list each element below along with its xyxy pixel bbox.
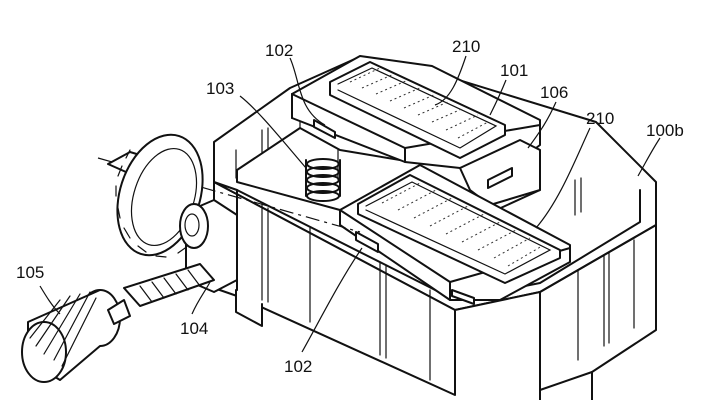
label-101: 101 xyxy=(500,61,528,80)
label-102-top: 102 xyxy=(265,41,293,60)
drive-assembly xyxy=(21,133,361,383)
label-104: 104 xyxy=(180,319,208,338)
back-carriage xyxy=(291,55,541,206)
label-100b: 100b xyxy=(646,121,684,140)
label-106: 106 xyxy=(540,83,568,102)
label-103: 103 xyxy=(206,79,234,98)
label-210-top: 210 xyxy=(452,37,480,56)
label-102-bottom: 102 xyxy=(284,357,312,376)
leader-lines xyxy=(39,55,661,353)
label-105: 105 xyxy=(16,263,44,282)
reference-labels: 102 210 101 103 106 210 100b 105 104 102 xyxy=(16,37,684,376)
front-carriage xyxy=(339,164,571,305)
spring xyxy=(305,158,341,202)
label-210-right: 210 xyxy=(586,109,614,128)
